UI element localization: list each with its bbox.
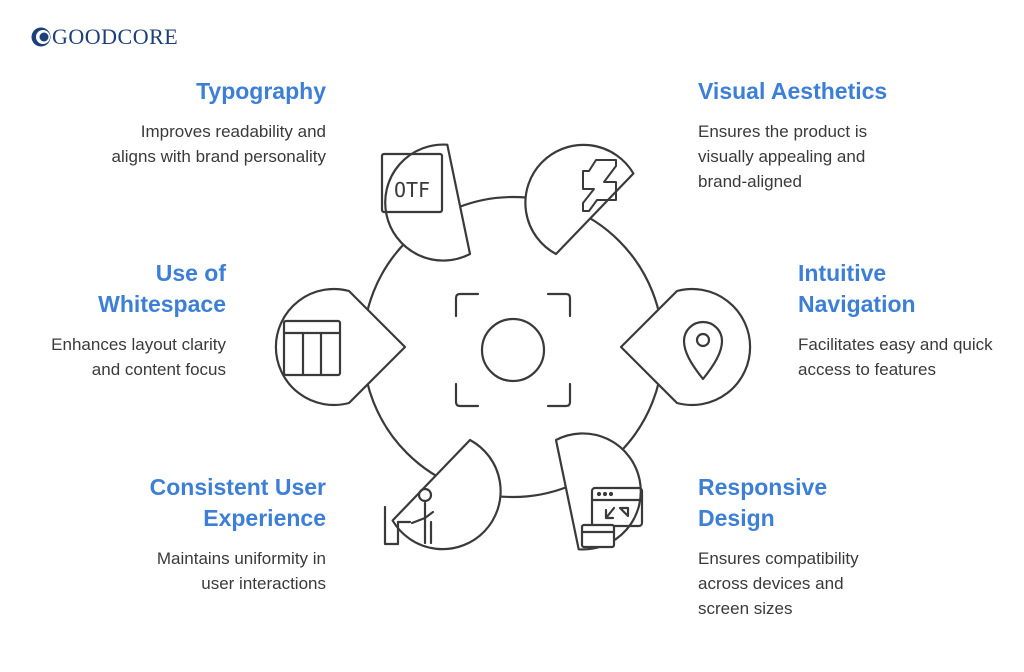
petal-visual-aesthetics	[524, 143, 635, 256]
title-consistent-ux: Consistent User Experience	[149, 474, 326, 531]
layout-columns-icon	[282, 319, 342, 377]
svg-text:OTF: OTF	[394, 178, 430, 202]
desc-visual-aesthetics: Ensures the product is visually appealin…	[698, 122, 868, 191]
camera-focus-icon	[454, 292, 572, 408]
brand-logo: GOODCORE	[30, 24, 178, 50]
deviantart-logo-icon	[582, 159, 617, 212]
map-pin-icon	[682, 320, 724, 381]
petal-typography	[384, 143, 472, 262]
desc-whitespace: Enhances layout clarity and content focu…	[51, 335, 226, 379]
responsive-windows-icon	[580, 486, 644, 549]
desc-consistent-ux: Maintains uniformity in user interaction…	[156, 549, 326, 593]
title-visual-aesthetics: Visual Aesthetics	[698, 78, 888, 104]
brand-name: GOODCORE	[52, 24, 179, 49]
person-at-desk-icon	[383, 487, 435, 546]
logo-mark-icon	[31, 27, 51, 47]
label-consistent-ux: Consistent User Experience Maintains uni…	[126, 472, 326, 596]
label-typography: Typography Improves readability and alig…	[96, 76, 326, 169]
desc-navigation: Facilitates easy and quick access to fea…	[798, 335, 993, 379]
title-navigation: Intuitive Navigation	[798, 260, 916, 317]
title-responsive-design: Responsive Design	[698, 474, 828, 531]
title-whitespace: Use of Whitespace	[98, 260, 226, 317]
label-navigation: Intuitive Navigation Facilitates easy an…	[798, 258, 1008, 382]
desc-responsive-design: Ensures compatibility across devices and…	[698, 549, 859, 618]
otf-font-icon: OTF	[380, 152, 444, 214]
label-visual-aesthetics: Visual Aesthetics Ensures the product is…	[698, 76, 918, 194]
title-typography: Typography	[196, 78, 326, 104]
label-whitespace: Use of Whitespace Enhances layout clarit…	[51, 258, 226, 382]
label-responsive-design: Responsive Design Ensures compatibility …	[698, 472, 898, 621]
desc-typography: Improves readability and aligns with bra…	[111, 122, 326, 166]
petal-consistent-ux	[391, 438, 502, 551]
